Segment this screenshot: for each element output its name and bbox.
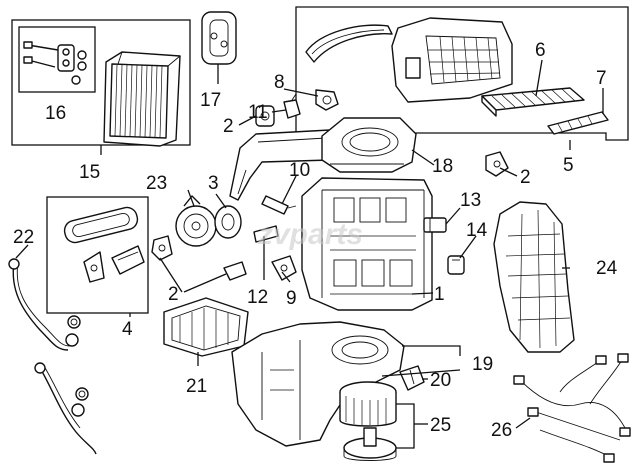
callout-8: 8 [274,72,285,93]
callout-2-lower: 2 [168,284,179,305]
evaporator-core [103,51,181,147]
connector-14 [447,255,465,275]
actuator-3 [214,205,242,239]
group-box-4 [46,196,149,314]
callout-17: 17 [200,90,221,111]
callout-3: 3 [208,173,219,194]
sensor-right-2 [485,151,509,177]
connector-13 [423,217,447,233]
callout-2-right: 2 [520,167,531,188]
mode-door-actuator-23 [175,195,217,247]
callout-24: 24 [596,258,618,279]
group-box-16 [18,26,96,93]
callout-25: 25 [430,415,451,436]
heater-distribution-case [493,201,575,353]
callout-20: 20 [430,370,451,391]
defroster-duct [229,129,341,201]
air-inlet-duct [305,24,393,63]
callout-16: 16 [45,103,66,124]
blower-resistor [399,365,425,391]
heater-case-top [321,117,417,173]
hvac-case-main [301,177,433,311]
callout-2-upper: 2 [223,116,234,137]
blower-motor-wheel [339,381,397,427]
case-seal [201,11,237,65]
callout-7: 7 [596,68,607,89]
callout-10: 10 [289,160,310,181]
heater-core [163,297,249,357]
upper-case-assembly [391,17,513,103]
callout-26: 26 [491,420,512,441]
callout-18: 18 [432,156,453,177]
callout-22: 22 [13,227,34,248]
linkage-10 [261,195,297,215]
temperature-sensor-11 [283,93,301,119]
callout-19: 19 [472,354,493,375]
callout-4: 4 [122,319,133,340]
callout-14: 14 [466,220,488,241]
wiring-harness [513,353,631,463]
ac-refrigerant-lines [8,258,97,455]
callout-13: 13 [460,190,481,211]
leader-lines [15,59,604,449]
callout-9: 9 [286,288,297,309]
watermark: zvparts [257,218,363,251]
actuator-8 [315,89,339,111]
filter-access-door [547,111,609,135]
actuator-9 [271,255,297,281]
bolt-and-seal-kit [23,41,87,85]
callout-23: 23 [146,173,167,194]
callout-6: 6 [535,40,546,61]
callout-5: 5 [563,155,574,176]
callout-1: 1 [434,284,445,305]
blower-motor [343,427,397,461]
actuator-2-lower [223,261,247,281]
seal-kit-4 [63,206,145,283]
callout-11: 11 [248,102,268,123]
linkage-12 [253,225,279,243]
callout-21: 21 [186,376,207,397]
callout-15: 15 [79,162,100,183]
sensor-2-left [151,235,173,261]
callout-12: 12 [247,287,268,308]
cabin-air-filter [481,87,585,117]
